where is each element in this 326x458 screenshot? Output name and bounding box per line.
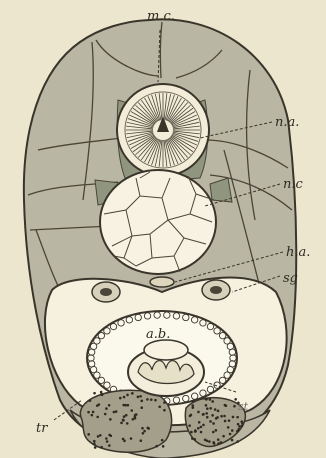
label-tr: tr [36,421,48,436]
spinal-ganglion-left [92,282,120,302]
notochord [100,170,216,274]
spinal-ganglion-right [202,280,230,300]
label-ab: a.b. [146,327,170,342]
label-sg: sg [283,271,298,286]
label-mc: m.c. [147,9,175,24]
haemal-node [150,277,174,287]
label-st: st [238,400,249,413]
intestine-top-lobe [144,340,188,360]
label-nc: n.c [283,177,304,192]
label-na: n.a. [275,115,299,130]
label-ha: h.a. [286,245,310,260]
